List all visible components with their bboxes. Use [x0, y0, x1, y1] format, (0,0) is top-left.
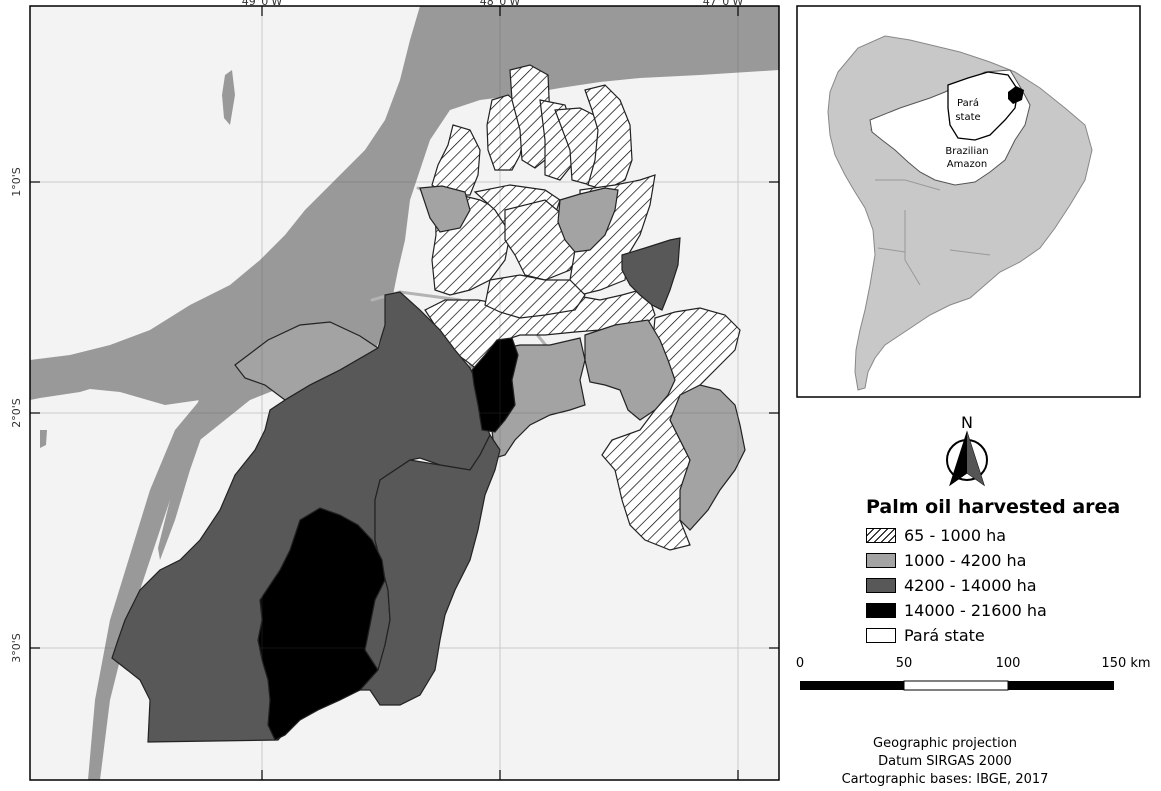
inset-state-label-1: Pará [957, 97, 979, 109]
scale-label-50: 50 [895, 656, 913, 671]
north-label: N [961, 413, 973, 432]
legend-swatch-medium [866, 577, 896, 593]
legend-label-medium: 4200 - 14000 ha [904, 575, 1037, 595]
para-state-region [947, 71, 1019, 141]
frame-ticks [30, 6, 779, 780]
footer-projection: Geographic projection [873, 736, 1017, 751]
legend-swatch-light [866, 552, 896, 568]
inset-state-label-2: state [955, 112, 980, 123]
lat-label-1: 1°0'S [10, 167, 23, 197]
lon-label-3: 47°0'W [703, 0, 744, 8]
footer-bases: Cartographic bases: IBGE, 2017 [841, 772, 1049, 787]
coordinate-labels: 49°0'W 48°0'W 47°0'W 1°0'S 2°0'S 3°0'S [10, 0, 743, 663]
scale-label-0: 0 [795, 656, 805, 671]
medium-municipalities [111, 237, 681, 743]
legend-item-state: Pará state [866, 625, 985, 645]
main-map [30, 6, 779, 780]
legend-title: Palm oil harvested area [866, 496, 1121, 518]
scale-label-100: 100 [995, 656, 1021, 671]
legend-label-hatch: 65 - 1000 ha [904, 525, 1007, 545]
scale-bar [800, 680, 1114, 691]
legend-item-light: 1000 - 4200 ha [866, 550, 1026, 570]
legend-item-dark: 14000 - 21600 ha [866, 600, 1047, 620]
legend-label-state: Pará state [904, 625, 985, 645]
legend-label-light: 1000 - 4200 ha [904, 550, 1027, 570]
footer-datum: Datum SIRGAS 2000 [878, 754, 1012, 769]
lat-label-3: 3°0'S [10, 633, 23, 663]
lon-label-2: 48°0'W [480, 0, 521, 8]
inset-map: Pará state Brazilian Amazon [797, 6, 1140, 397]
north-arrow-icon: N [946, 413, 988, 487]
dark-municipalities [257, 337, 519, 741]
legend-swatch-hatch [866, 527, 896, 543]
inset-amazon-label-2: Amazon [947, 159, 987, 170]
scale-label-150: 150 km [1101, 656, 1151, 671]
legend-item-medium: 4200 - 14000 ha [866, 575, 1037, 595]
inset-amazon-label-1: Brazilian [945, 146, 988, 157]
study-area-marker [1008, 86, 1024, 104]
legend-swatch-dark [866, 602, 896, 618]
lat-label-2: 2°0'S [10, 398, 23, 428]
graticule [30, 6, 779, 780]
legend-swatch-state [866, 627, 896, 643]
lon-label-1: 49°0'W [242, 0, 283, 8]
legend-item-hatch: 65 - 1000 ha [866, 525, 1006, 545]
legend-label-dark: 14000 - 21600 ha [904, 600, 1047, 620]
